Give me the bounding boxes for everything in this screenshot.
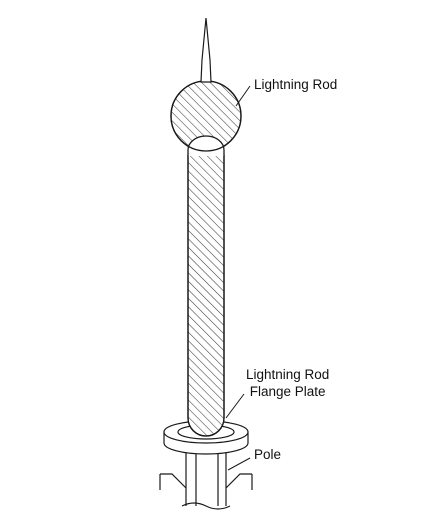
leader-lines [225, 85, 251, 471]
pole-label: Pole [254, 447, 282, 462]
rod-sphere [170, 80, 242, 156]
lightning-rod-label: Lightning Rod [254, 77, 338, 92]
pole [159, 450, 253, 510]
rod-shaft [187, 137, 225, 437]
flange-label-line1: Lightning Rod [246, 367, 330, 382]
rod-tip [200, 17, 212, 83]
flange-plate-label: Lightning Rod Flange Plate [246, 366, 329, 400]
flange-label-line2: Flange Plate [249, 384, 326, 399]
